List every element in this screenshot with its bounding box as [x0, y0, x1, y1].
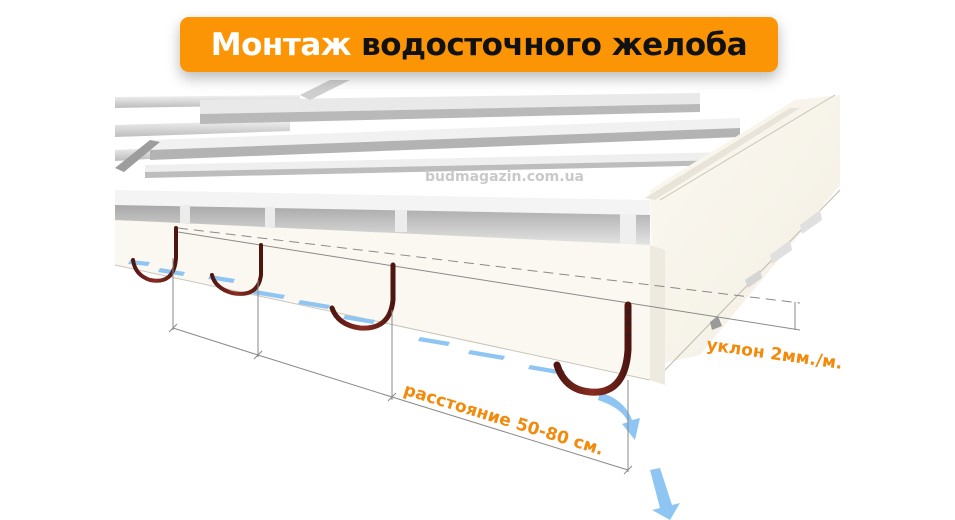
watermark: budmagazin.com.ua — [425, 169, 584, 185]
roof-edge-side — [645, 94, 841, 371]
dimension-lines — [168, 258, 633, 475]
bracket-4 — [553, 301, 632, 396]
eave-soffit — [115, 190, 650, 245]
title-banner: Монтаж водосточного желоба — [180, 17, 778, 72]
fascia-board — [114, 220, 665, 385]
water-flow-arrows — [128, 260, 680, 520]
bracket-1 — [131, 226, 178, 283]
bracket-2 — [210, 243, 263, 296]
title-part-2: водосточного желоба — [361, 26, 748, 63]
gutter-brackets — [131, 226, 632, 396]
title-part-1: Монтаж — [210, 26, 352, 63]
bracket-3 — [329, 262, 396, 331]
slope-guide-lines — [177, 227, 801, 331]
roof-battens — [115, 80, 740, 178]
